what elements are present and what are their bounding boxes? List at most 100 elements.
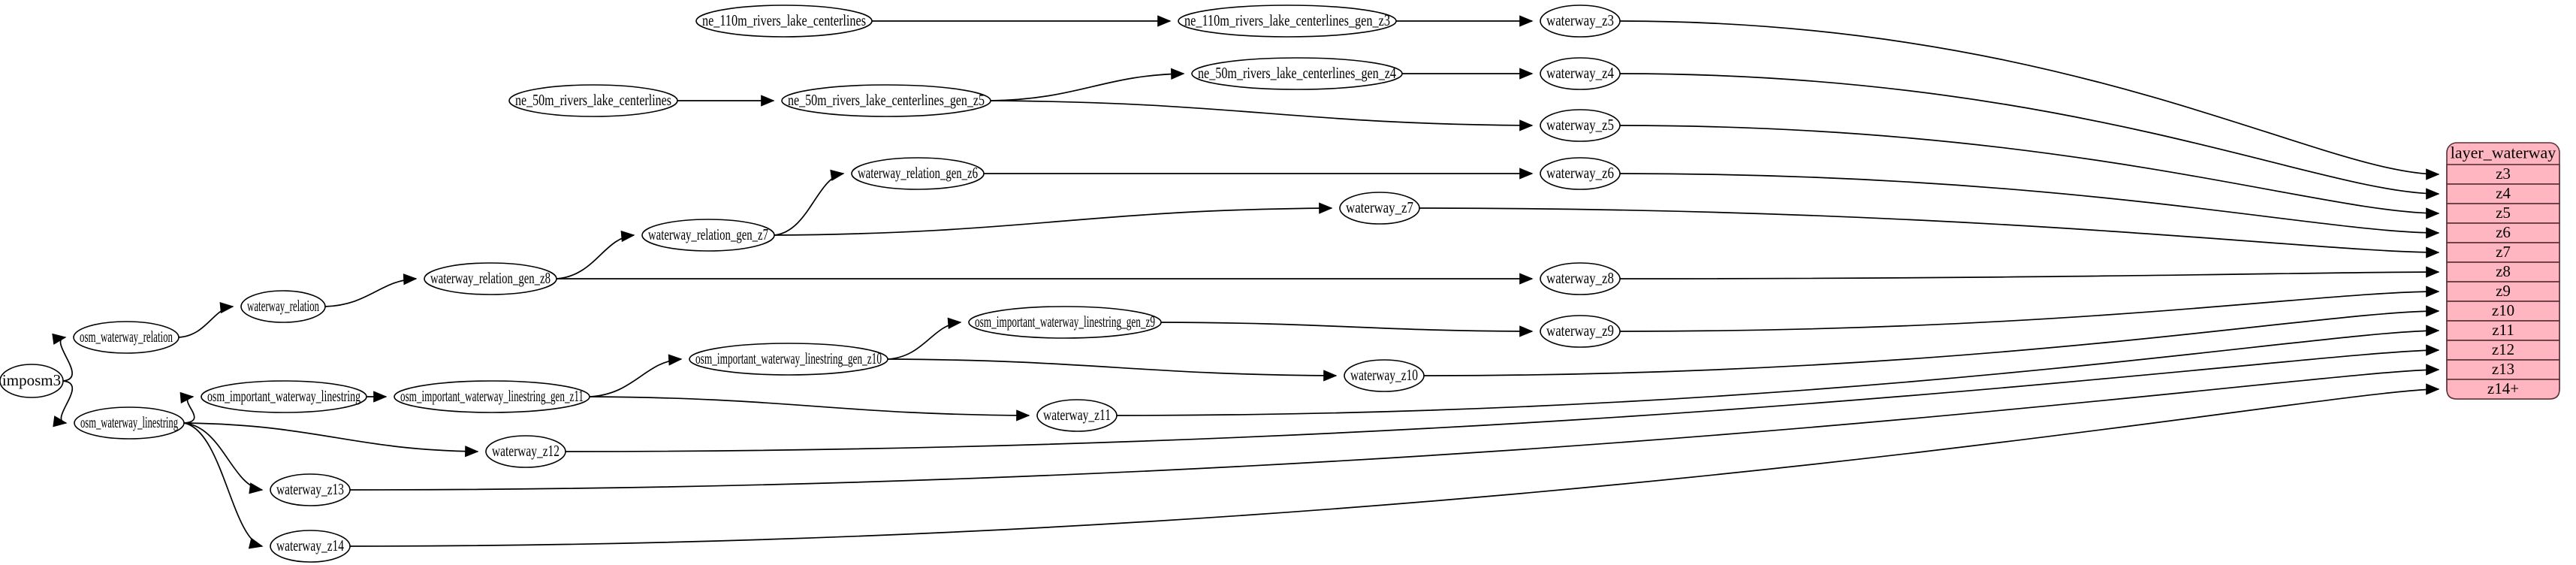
graph-node-osm_important_waterway_linestring_gen_z9[interactable]: osm_important_waterway_linestring_gen_z9 <box>968 306 1162 339</box>
graph-node-osm_important_waterway_linestring[interactable]: osm_important_waterway_linestring <box>201 380 367 413</box>
graph-node-waterway_z9[interactable]: waterway_z9 <box>1540 315 1621 348</box>
table-row-label: z10 <box>2492 301 2514 319</box>
node-ellipse <box>508 84 678 117</box>
graph-edge <box>179 391 195 424</box>
graph-edge <box>887 317 962 360</box>
node-label: ne_110m_rivers_lake_centerlines <box>702 11 866 29</box>
node-layer: imposm3 osm_waterway_relation osm_waterway… <box>0 5 1621 563</box>
node-label: ne_50m_rivers_lake_centerlines <box>515 91 671 109</box>
graph-edge <box>349 364 2440 491</box>
graph-edge <box>324 273 418 307</box>
graph-node-waterway_z7[interactable]: waterway_z7 <box>1339 192 1420 225</box>
graph-node-waterway_relation_gen_z8[interactable]: waterway_relation_gen_z8 <box>424 262 557 295</box>
table-row-z8[interactable]: z8 <box>2446 261 2560 282</box>
table-row-label: z9 <box>2496 282 2511 300</box>
graph-node-waterway_relation_gen_z6[interactable]: waterway_relation_gen_z6 <box>851 157 985 190</box>
node-ellipse <box>968 306 1162 339</box>
graph-edge <box>183 422 479 458</box>
table-row-z12[interactable]: z12 <box>2446 340 2560 361</box>
graph-node-waterway_z10[interactable]: waterway_z10 <box>1344 359 1425 392</box>
graph-edge <box>1619 173 2440 239</box>
graph-node-waterway_z13[interactable]: waterway_z13 <box>270 473 351 506</box>
table-cell <box>2446 359 2560 380</box>
graph-edge <box>1619 266 2440 279</box>
node-ellipse <box>1540 57 1621 90</box>
graph-node-waterway_relation[interactable]: waterway_relation <box>240 290 326 323</box>
table-cell <box>2446 281 2560 302</box>
node-label: ne_50m_rivers_lake_centerlines_gen_z4 <box>1198 64 1396 82</box>
table-cell <box>2446 301 2560 322</box>
graph-node-ne_110m_rivers_lake_centerlines_gen_z3[interactable]: ne_110m_rivers_lake_centerlines_gen_z3 <box>1178 5 1397 38</box>
node-label: waterway_z5 <box>1546 116 1614 134</box>
node-ellipse <box>485 435 566 468</box>
node-ellipse <box>1540 5 1621 38</box>
graph-edge <box>556 230 635 279</box>
graph-node-osm_important_waterway_linestring_gen_z10[interactable]: osm_important_waterway_linestring_gen_z1… <box>689 343 888 376</box>
node-label: waterway_z9 <box>1546 322 1614 340</box>
node-label: waterway_relation_gen_z6 <box>858 164 978 182</box>
node-label: waterway_z13 <box>276 480 344 498</box>
graph-node-ne_110m_rivers_lake_centerlines[interactable]: ne_110m_rivers_lake_centerlines <box>695 5 873 38</box>
graph-edge <box>990 100 1534 131</box>
graph-node-waterway_z5[interactable]: waterway_z5 <box>1540 109 1621 142</box>
graph-node-osm_waterway_relation[interactable]: osm_waterway_relation <box>73 321 179 354</box>
table-row-label: z7 <box>2496 243 2511 261</box>
node-label: osm_important_waterway_linestring_gen_z1… <box>695 349 882 367</box>
graph-node-waterway_z14[interactable]: waterway_z14 <box>270 530 351 563</box>
table-row-z14+[interactable]: z14+ <box>2446 379 2560 400</box>
table-row-label: z14+ <box>2487 379 2519 397</box>
node-label: waterway_z6 <box>1546 164 1614 182</box>
graph-node-waterway_z3[interactable]: waterway_z3 <box>1540 5 1621 38</box>
table-layer-waterway: layer_waterwayz3z4z5z6z7z8z9z10z11z12z13… <box>2446 142 2560 400</box>
graph-node-waterway_z11[interactable]: waterway_z11 <box>1036 399 1118 432</box>
node-ellipse <box>270 530 351 563</box>
graph-edge <box>1619 20 2440 180</box>
table-row-z13[interactable]: z13 <box>2446 359 2560 380</box>
graph-edge <box>183 422 264 494</box>
table-row-z3[interactable]: z3 <box>2446 164 2560 185</box>
node-label: waterway_relation_gen_z8 <box>430 269 550 287</box>
graph-node-osm_waterway_linestring[interactable]: osm_waterway_linestring <box>74 406 185 440</box>
node-label: waterway_z4 <box>1546 64 1614 82</box>
graph-node-waterway_z8[interactable]: waterway_z8 <box>1540 262 1621 295</box>
table-row-z11[interactable]: z11 <box>2446 320 2560 341</box>
table-cell <box>2446 261 2560 282</box>
table-row-label: z6 <box>2496 223 2511 241</box>
graph-edge <box>53 380 74 428</box>
node-label: osm_important_waterway_linestring_gen_z9 <box>975 313 1155 331</box>
graph-edge <box>589 396 1030 421</box>
node-ellipse <box>1540 157 1621 190</box>
table-cell <box>2446 183 2560 204</box>
node-ellipse <box>1178 5 1397 38</box>
graph-node-ne_50m_rivers_lake_centerlines_gen_z4[interactable]: ne_50m_rivers_lake_centerlines_gen_z4 <box>1191 57 1403 90</box>
graph-edge <box>1619 125 2440 219</box>
node-ellipse <box>0 364 64 398</box>
table-row-z5[interactable]: z5 <box>2446 203 2560 224</box>
node-label: waterway_z12 <box>492 442 560 460</box>
graph-edge <box>887 358 1338 382</box>
graph-node-ne_50m_rivers_lake_centerlines[interactable]: ne_50m_rivers_lake_centerlines <box>508 84 678 117</box>
table-row-z10[interactable]: z10 <box>2446 301 2560 322</box>
node-ellipse <box>689 343 888 376</box>
table-row-z6[interactable]: z6 <box>2446 222 2560 243</box>
node-ellipse <box>1344 359 1425 392</box>
graph-node-waterway_z4[interactable]: waterway_z4 <box>1540 57 1621 90</box>
table-cell <box>2446 379 2560 400</box>
graph-node-ne_50m_rivers_lake_centerlines_gen_z5[interactable]: ne_50m_rivers_lake_centerlines_gen_z5 <box>781 84 991 117</box>
graph-edge <box>1619 73 2440 200</box>
table-row-z7[interactable]: z7 <box>2446 242 2560 263</box>
graph-node-osm_important_waterway_linestring_gen_z11[interactable]: osm_important_waterway_linestring_gen_z1… <box>394 380 590 413</box>
table-row-z9[interactable]: z9 <box>2446 281 2560 302</box>
graph-node-imposm3[interactable]: imposm3 <box>0 364 64 398</box>
node-ellipse <box>1036 399 1118 432</box>
node-ellipse <box>394 380 590 413</box>
table-row-z4[interactable]: z4 <box>2446 183 2560 204</box>
graph-edge <box>589 354 683 397</box>
node-label: waterway_z14 <box>276 536 344 554</box>
table-row-label: z5 <box>2496 204 2511 222</box>
graph-node-waterway_z12[interactable]: waterway_z12 <box>485 435 566 468</box>
graph-node-waterway_z6[interactable]: waterway_z6 <box>1540 157 1621 190</box>
graph-node-waterway_relation_gen_z7[interactable]: waterway_relation_gen_z7 <box>641 219 775 252</box>
